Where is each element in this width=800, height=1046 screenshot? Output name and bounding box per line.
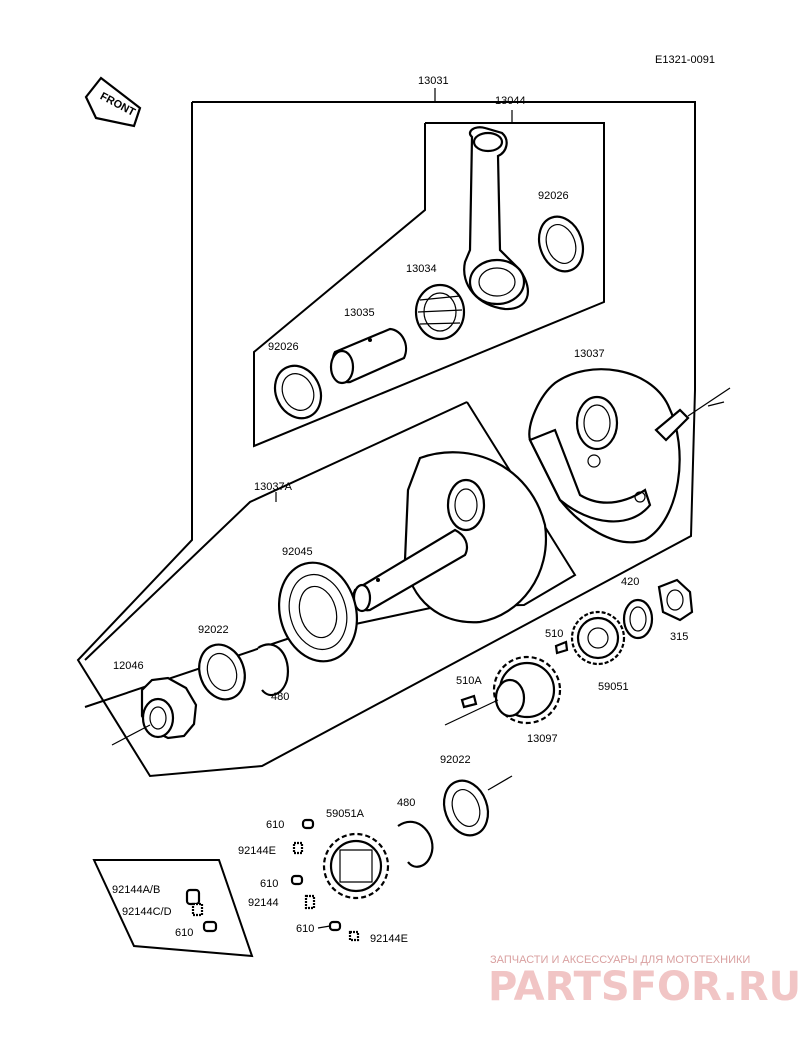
ball-bearing bbox=[277, 561, 359, 663]
thrust-washer-upper bbox=[537, 215, 585, 273]
spring-92144E-a bbox=[292, 841, 304, 855]
pin-610-a bbox=[301, 818, 315, 830]
label-315: 315 bbox=[670, 631, 688, 643]
label-92144AB: 92144A/B bbox=[112, 884, 160, 896]
nut-315 bbox=[657, 578, 694, 622]
label-13034: 13034 bbox=[406, 263, 437, 275]
gear-13097 bbox=[492, 655, 562, 725]
inset-parts bbox=[185, 888, 218, 933]
spring-92144 bbox=[304, 894, 316, 910]
conrod-group-outline-13044 bbox=[253, 122, 605, 448]
label-92045: 92045 bbox=[282, 546, 313, 558]
spring-92144E-b bbox=[348, 930, 360, 942]
label-92026-upper: 92026 bbox=[538, 190, 569, 202]
shim-washer-upper bbox=[198, 643, 246, 701]
label-13031: 13031 bbox=[418, 75, 449, 87]
label-92144: 92144 bbox=[248, 897, 279, 909]
label-92026-lower: 92026 bbox=[268, 341, 299, 353]
key-510 bbox=[554, 640, 569, 655]
pin-610-c bbox=[328, 920, 342, 932]
label-480-lower: 480 bbox=[397, 797, 415, 809]
label-92022-upper: 92022 bbox=[198, 624, 229, 636]
front-arrow-icon: FRONT bbox=[84, 76, 142, 128]
label-92022-lower: 92022 bbox=[440, 754, 471, 766]
washer-420 bbox=[622, 598, 654, 640]
diagram-code: E1321-0091 bbox=[655, 54, 715, 66]
assembly-outline-13031 bbox=[76, 101, 696, 778]
thrust-washer-lower bbox=[273, 364, 323, 420]
gear-59051 bbox=[570, 610, 626, 666]
circlip-upper bbox=[257, 643, 290, 697]
gear-59051A bbox=[322, 832, 390, 900]
label-610-d: 610 bbox=[175, 927, 193, 939]
label-13035: 13035 bbox=[344, 307, 375, 319]
label-610-b: 610 bbox=[260, 878, 278, 890]
circlip-lower bbox=[397, 820, 434, 868]
label-610-c: 610 bbox=[296, 923, 314, 935]
shim-washer-lower bbox=[442, 779, 490, 837]
inset-box bbox=[92, 859, 254, 958]
needle-bearing bbox=[414, 283, 466, 341]
label-13037: 13037 bbox=[574, 348, 605, 360]
label-92144CD: 92144C/D bbox=[122, 906, 172, 918]
label-480-upper: 480 bbox=[271, 691, 289, 703]
watermark-tagline: ЗАПЧАСТИ И АКСЕССУАРЫ ДЛЯ МОТОТЕХНИКИ bbox=[490, 954, 750, 966]
label-13037A: 13037A bbox=[254, 481, 293, 493]
label-13044: 13044 bbox=[495, 95, 526, 107]
label-610-a: 610 bbox=[266, 819, 284, 831]
label-92144E-a: 92144E bbox=[238, 845, 276, 857]
crankshaft-half-right bbox=[528, 368, 690, 544]
timing-sprocket bbox=[140, 676, 198, 740]
watermark-brand: PARTSFOR.RU bbox=[488, 964, 800, 1010]
crank-pin bbox=[329, 327, 408, 385]
label-92144E-b: 92144E bbox=[370, 933, 408, 945]
crankshaft-half-left bbox=[352, 451, 548, 624]
pin-610-b bbox=[290, 874, 304, 886]
label-510: 510 bbox=[545, 628, 563, 640]
label-420: 420 bbox=[621, 576, 639, 588]
label-12046: 12046 bbox=[113, 660, 144, 672]
label-59051: 59051 bbox=[598, 681, 629, 693]
connecting-rod bbox=[463, 126, 529, 311]
label-59051A: 59051A bbox=[326, 808, 365, 820]
label-13097: 13097 bbox=[527, 733, 558, 745]
label-510A: 510A bbox=[456, 675, 482, 687]
key-510A bbox=[460, 694, 478, 709]
